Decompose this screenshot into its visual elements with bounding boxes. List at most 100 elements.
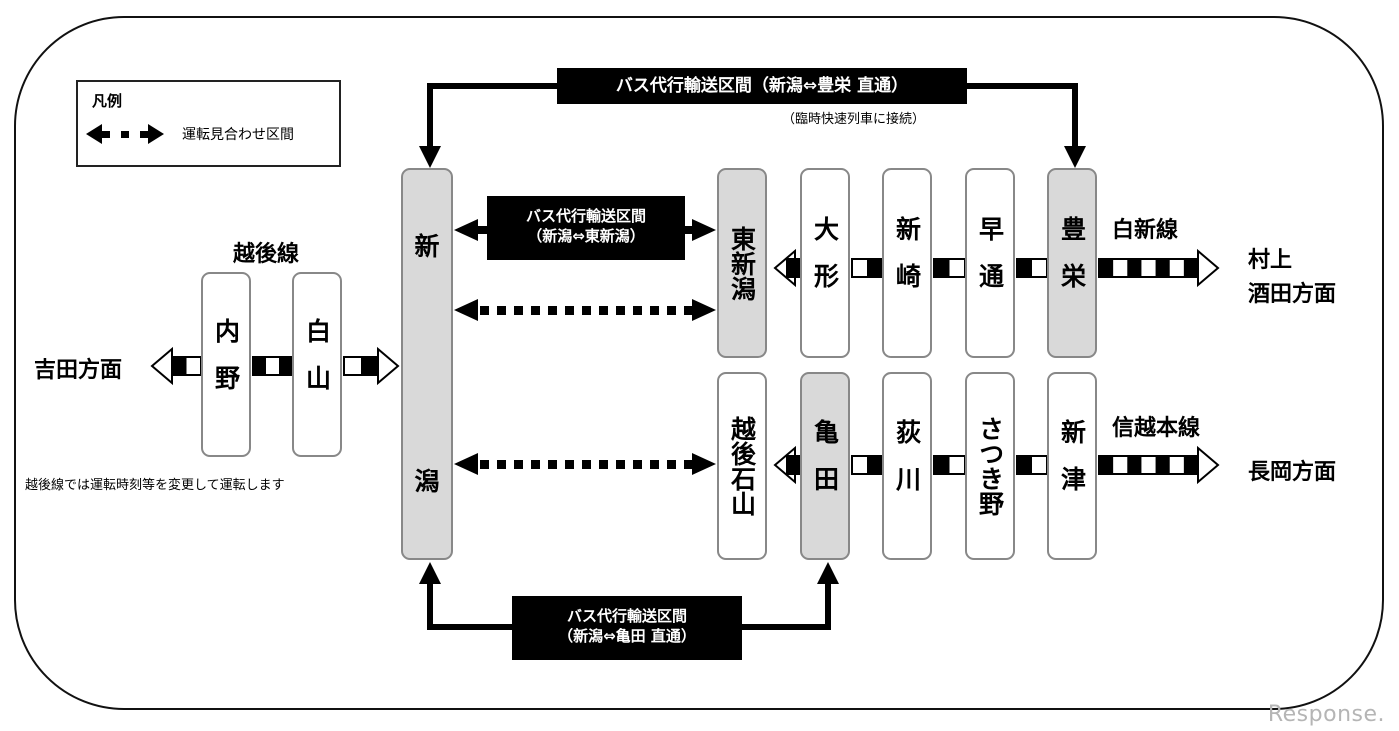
- station-label: 荻川: [892, 419, 922, 513]
- station-uchino[interactable]: 内野: [201, 272, 251, 457]
- track-block: [1155, 259, 1170, 277]
- track-block: [1155, 456, 1170, 474]
- dash-mark: [480, 306, 489, 315]
- track-block: [1099, 456, 1114, 474]
- diagram-frame: [14, 16, 1384, 710]
- bus-route-bottom-line2: （新潟⇔亀田 直通）: [558, 627, 696, 645]
- bus-route-top-note: （臨時快速列車に接続）: [782, 112, 926, 127]
- dash-mark: [497, 306, 506, 315]
- dash-mark: [531, 306, 540, 315]
- track-block: [1017, 456, 1032, 474]
- legend-suspended-label: 運転見合わせ区間: [182, 127, 294, 143]
- arrowhead-left-icon: [454, 299, 478, 321]
- dash-mark: [480, 460, 489, 469]
- station-label: 大形: [810, 216, 840, 310]
- track-block: [787, 259, 800, 277]
- bus-route-middle-label: バス代行輸送区間 （新潟⇔東新潟）: [487, 196, 685, 260]
- dash-mark: [514, 460, 523, 469]
- station-label: 新崎: [892, 216, 922, 310]
- direction-arrow-right-icon: [1197, 248, 1220, 288]
- legend-box: 凡例 運転見合わせ区間: [76, 80, 341, 167]
- shinetsu-line-name: 信越本線: [1112, 416, 1201, 441]
- suspended-arrow-hakushin: [454, 299, 716, 321]
- station-toyosaka[interactable]: 豊栄: [1047, 168, 1097, 358]
- track-block: [1183, 456, 1198, 474]
- track-block: [279, 357, 292, 375]
- dash-mark: [548, 306, 557, 315]
- track-block: [1017, 259, 1032, 277]
- bus-route-middle-arrow: [454, 219, 716, 241]
- arrowhead-right-icon: [692, 453, 716, 475]
- track-block: [787, 456, 800, 474]
- bus-route-middle-line1: バス代行輸送区間: [525, 207, 646, 225]
- track-block: [1099, 259, 1114, 277]
- dash-mark: [599, 460, 608, 469]
- station-label: 豊栄: [1057, 216, 1087, 310]
- station-niigata[interactable]: 新潟 新 潟: [401, 168, 453, 560]
- track-block: [172, 357, 187, 375]
- dash-mark: [514, 306, 523, 315]
- station-echigo-ishiyama[interactable]: 越後石山: [717, 372, 767, 560]
- station-label: さつき野: [975, 416, 1005, 516]
- station-hayadori[interactable]: 早通: [965, 168, 1015, 358]
- dash-mark: [650, 306, 659, 315]
- station-label: 早通: [975, 216, 1005, 310]
- station-niizaki[interactable]: 新崎: [882, 168, 932, 358]
- dash-mark: [565, 460, 574, 469]
- dash-mark: [582, 306, 591, 315]
- station-kameda[interactable]: 亀田: [800, 372, 850, 560]
- dash-mark: [684, 460, 693, 469]
- dash-mark: [650, 460, 659, 469]
- track-block: [1127, 259, 1142, 277]
- station-niigata-label: 新潟 新 潟: [414, 232, 440, 496]
- direction-arrow-right-icon: [1197, 445, 1220, 485]
- station-label: 東新潟: [727, 225, 757, 301]
- dash-mark: [531, 460, 540, 469]
- bus-route-top-text: バス代行輸送区間（新潟⇔豊栄 直通）: [615, 76, 909, 96]
- arrowhead-right-icon: [692, 299, 716, 321]
- track-block: [1183, 259, 1198, 277]
- dash-mark: [497, 460, 506, 469]
- station-ogikawa[interactable]: 荻川: [882, 372, 932, 560]
- track-segment: [1098, 258, 1199, 278]
- dash-mark: [616, 306, 625, 315]
- station-satsukino[interactable]: さつき野: [965, 372, 1015, 560]
- station-label: 越後石山: [727, 416, 757, 516]
- hakushin-direction-line1: 村上: [1248, 248, 1293, 273]
- dash-mark: [633, 306, 642, 315]
- station-uchino-label: 内野: [211, 317, 241, 412]
- station-hakusan[interactable]: 白山: [292, 272, 342, 457]
- track-block: [867, 456, 882, 474]
- direction-arrow-right-icon: [377, 346, 400, 386]
- track-block: [934, 456, 950, 474]
- station-ogata[interactable]: 大形: [800, 168, 850, 358]
- hakushin-line-name: 白新線: [1112, 218, 1179, 243]
- dash-mark: [667, 460, 676, 469]
- arrowhead-left-icon: [454, 453, 478, 475]
- hakushin-direction-line2: 酒田方面: [1248, 282, 1337, 307]
- station-label: 亀田: [810, 419, 840, 513]
- station-niitsu[interactable]: 新津: [1047, 372, 1097, 560]
- bus-route-middle-line2: （新潟⇔東新潟）: [527, 227, 645, 245]
- echigo-direction-label: 吉田方面: [34, 358, 123, 383]
- shinetsu-direction-label: 長岡方面: [1248, 460, 1337, 485]
- dash-mark: [684, 306, 693, 315]
- watermark-logo: Response.: [1267, 702, 1385, 727]
- legend-dotted-arrow-icon: [86, 124, 164, 144]
- dash-mark: [582, 460, 591, 469]
- suspended-arrow-shinetsu: [454, 453, 716, 475]
- dash-mark: [667, 306, 676, 315]
- dash-mark: [548, 460, 557, 469]
- station-label: 新津: [1057, 419, 1087, 513]
- direction-arrow-left-icon: [150, 346, 173, 386]
- dash-mark: [616, 460, 625, 469]
- bus-route-top-label: バス代行輸送区間（新潟⇔豊栄 直通）: [557, 68, 967, 104]
- bus-route-bottom-line1: バス代行輸送区間: [566, 607, 687, 625]
- dash-mark: [599, 306, 608, 315]
- track-block: [361, 357, 378, 375]
- legend-title: 凡例: [92, 92, 123, 110]
- echigo-line-note: 越後線では運転時刻等を変更して運転します: [25, 478, 285, 493]
- bus-route-bottom-label: バス代行輸送区間 （新潟⇔亀田 直通）: [512, 596, 742, 660]
- track-block: [934, 259, 950, 277]
- station-higashi-niigata[interactable]: 東新潟: [717, 168, 767, 358]
